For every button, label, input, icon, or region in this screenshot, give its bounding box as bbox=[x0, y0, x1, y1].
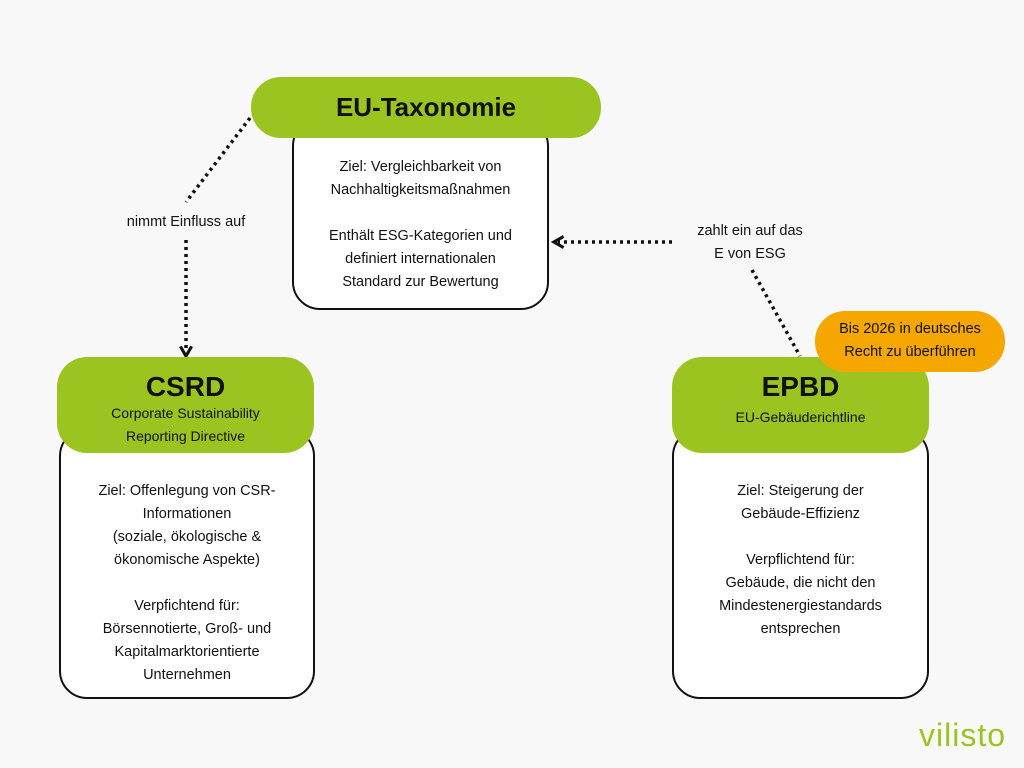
csrd-header: CSRD Corporate Sustainability Reporting … bbox=[57, 357, 314, 453]
csrd-title: CSRD bbox=[145, 371, 226, 402]
epbd-header: EPBD EU-Gebäuderichtline bbox=[672, 357, 929, 453]
vilisto-logo: vilisto bbox=[918, 717, 1006, 753]
epbd-body: Ziel: Steigerung der Gebäude-Effizienz V… bbox=[719, 483, 882, 637]
epbd-subtitle: EU-Gebäuderichtline bbox=[735, 409, 866, 425]
epbd-deadline-text: Bis 2026 in deutsches Recht zu überführe… bbox=[839, 321, 981, 360]
csrd-content-box: Ziel: Offenlegung von CSR- Informationen… bbox=[59, 428, 315, 699]
eu-taxonomie-title: EU-Taxonomie bbox=[335, 92, 517, 122]
connector-label-nimmt-einfluss: nimmt Einfluss auf bbox=[126, 214, 246, 230]
epbd-title: EPBD bbox=[761, 371, 840, 402]
epbd-content-box: Ziel: Steigerung der Gebäude-Effizienz V… bbox=[672, 428, 929, 699]
eu-taxonomie-content-box: Ziel: Vergleichbarkeit von Nachhaltigkei… bbox=[292, 118, 549, 310]
eu-taxonomie-body: Ziel: Vergleichbarkeit von Nachhaltigkei… bbox=[329, 159, 512, 290]
csrd-body: Ziel: Offenlegung von CSR- Informationen… bbox=[98, 483, 276, 683]
connector-label-zahlt-ein: zahlt ein auf das E von ESG bbox=[697, 223, 803, 262]
epbd-deadline-badge: Bis 2026 in deutsches Recht zu überführe… bbox=[815, 311, 1005, 372]
connector-epbd-taxonomie-diagonal bbox=[750, 269, 802, 357]
eu-taxonomie-header: EU-Taxonomie bbox=[251, 77, 601, 138]
connector-taxonomie-csrd-upper bbox=[184, 116, 252, 204]
csrd-subtitle: Corporate Sustainability Reporting Direc… bbox=[111, 405, 260, 444]
